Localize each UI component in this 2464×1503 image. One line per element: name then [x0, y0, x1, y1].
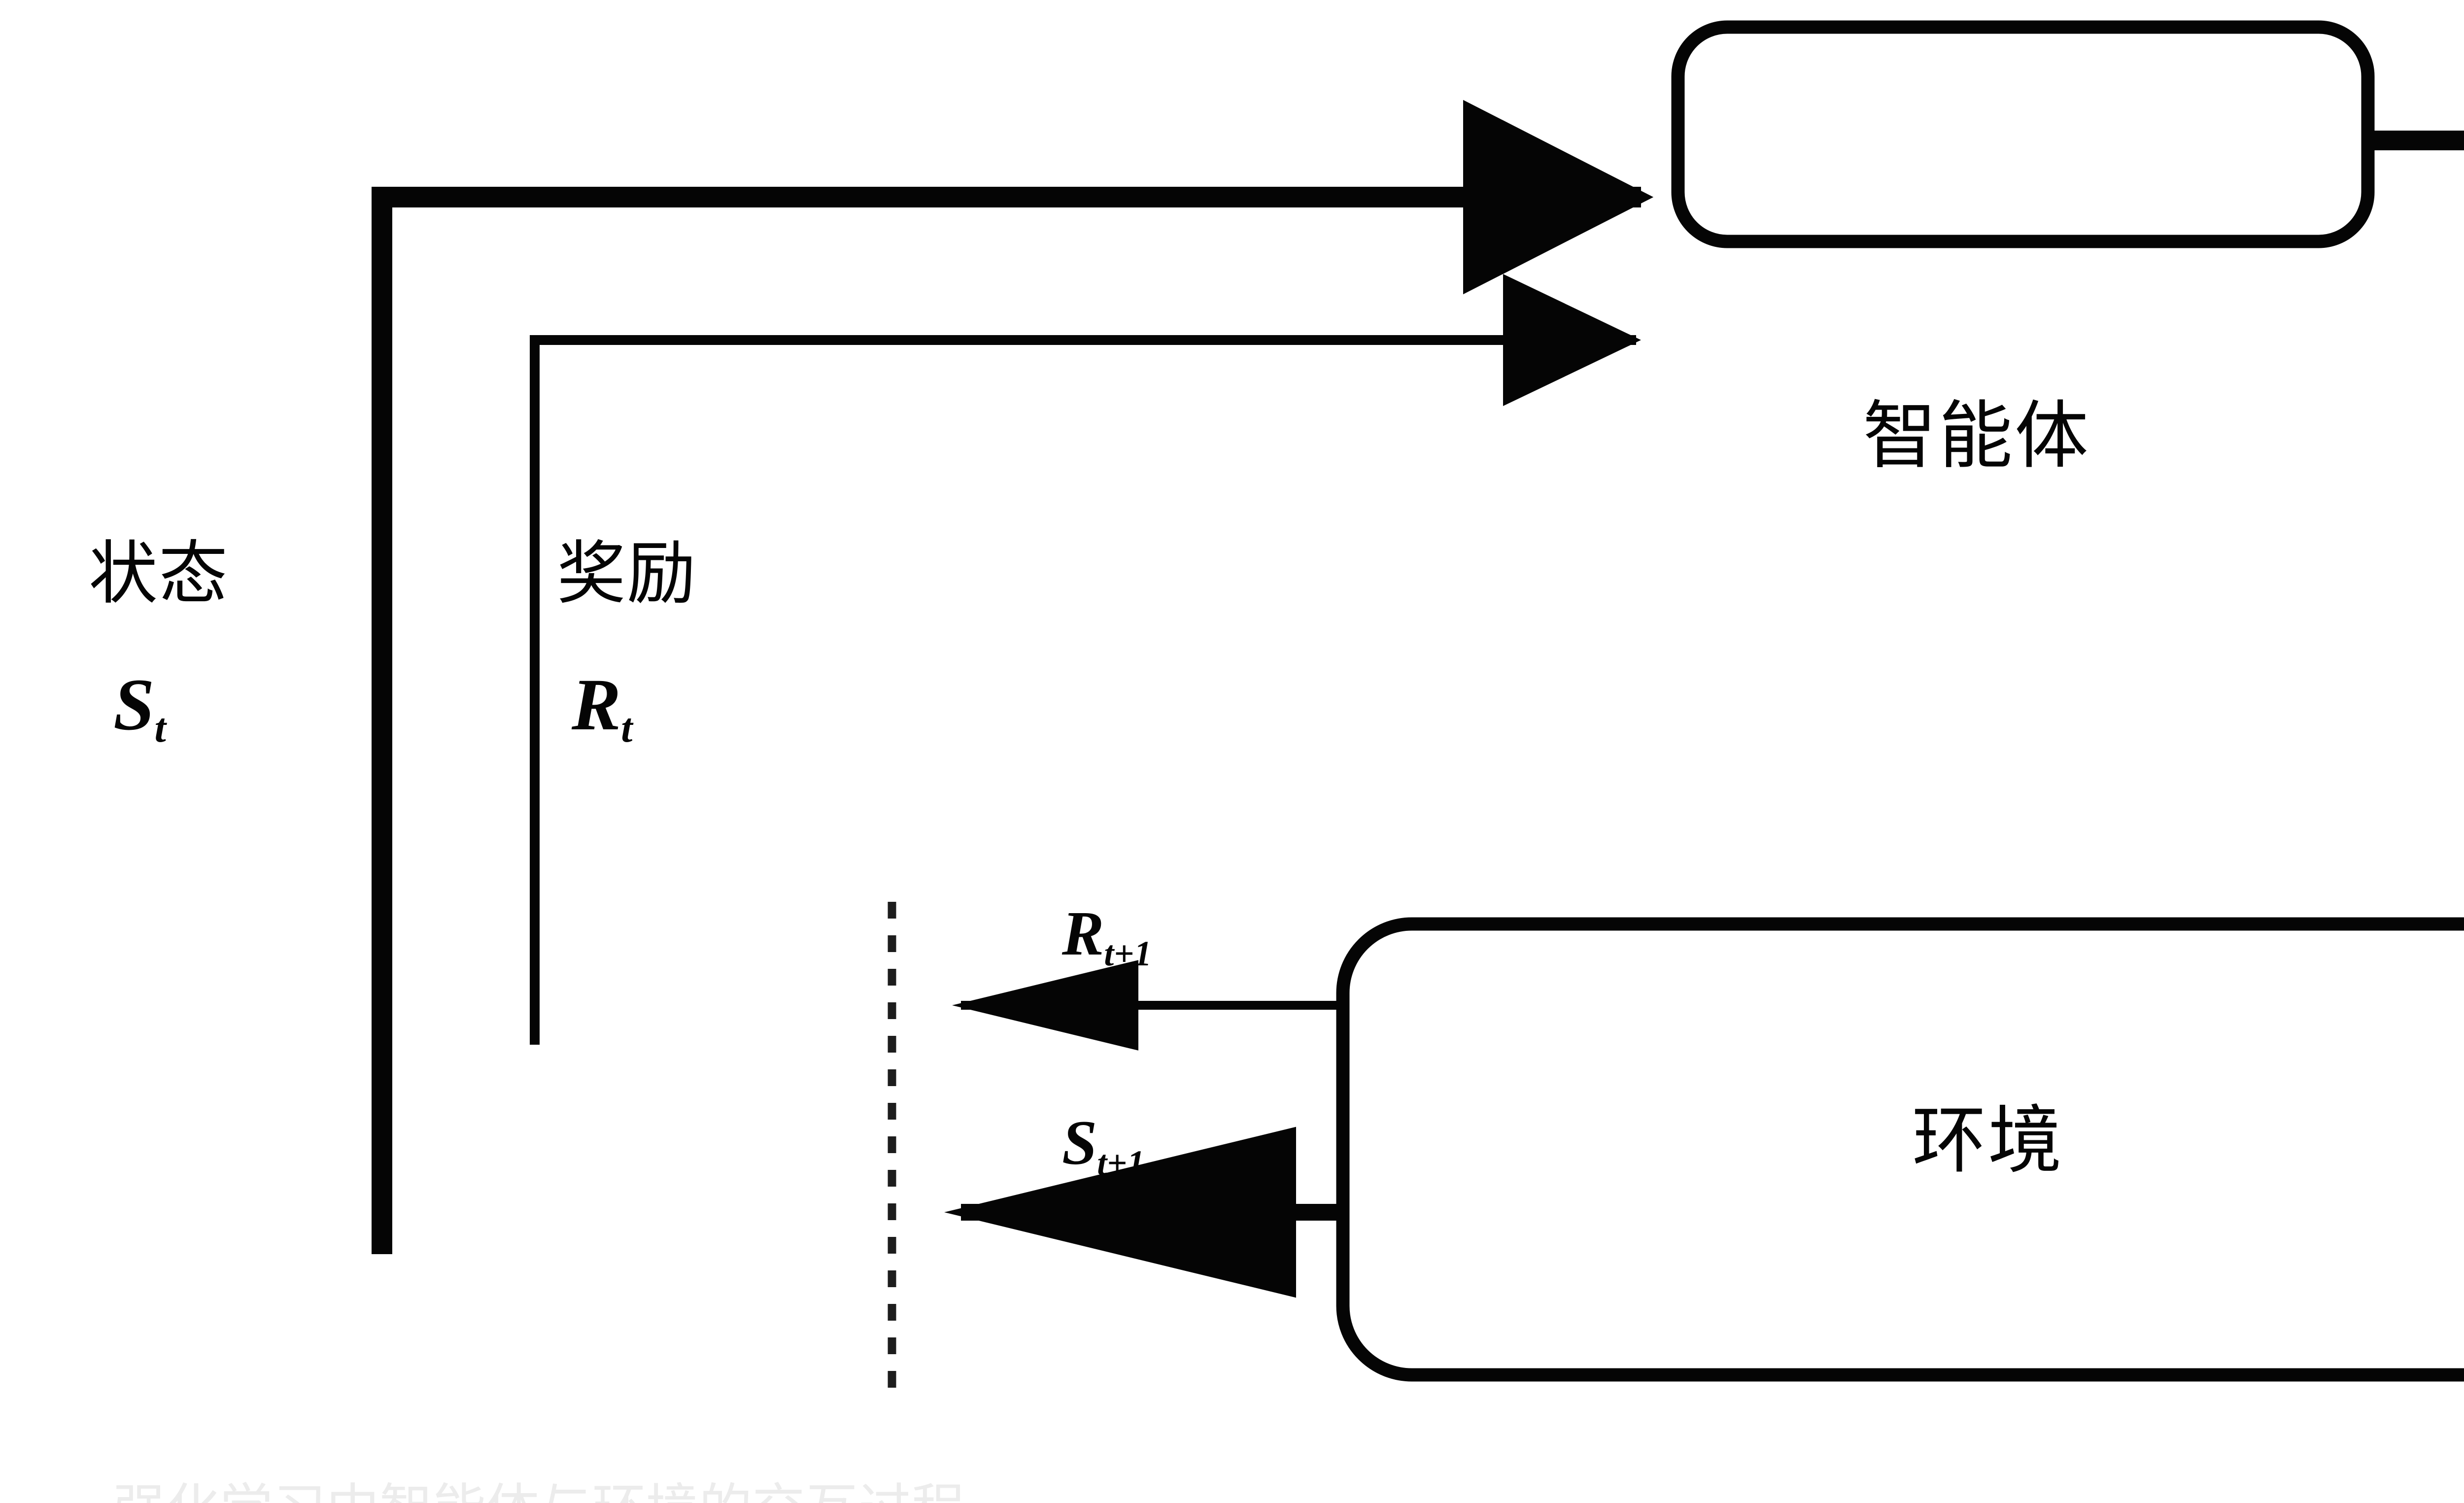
node-environment-label: 环境 [1912, 1098, 2064, 1184]
state-label-word: 状态 [89, 534, 229, 614]
state-next-subscript: t+1 [1097, 1143, 1145, 1183]
reward-symbol-base: R [572, 664, 621, 746]
node-agent-label: 智能体 [1863, 393, 2091, 479]
reward-symbol-subscript: t [621, 705, 633, 752]
node-agent[interactable] [1671, 20, 2375, 248]
edge-state-to-agent [372, 100, 1654, 1254]
edge-reward-to-agent [530, 274, 1641, 1045]
reward-next-subscript: t+1 [1104, 933, 1152, 973]
state-label-symbol: St [113, 668, 166, 749]
reward-label-word: 奖励 [557, 534, 697, 614]
reward-label-symbol: Rt [572, 668, 632, 749]
reward-next-base: R [1062, 898, 1104, 968]
node-environment[interactable] [1336, 917, 2464, 1382]
state-symbol-subscript: t [154, 705, 166, 752]
state-symbol-base: S [113, 664, 155, 746]
figure-caption: 强化学习中智能体与环境的交互过程 [113, 1466, 965, 1503]
reward-next-label: Rt+1 [1062, 902, 1152, 971]
state-next-base: S [1062, 1108, 1097, 1178]
state-next-label: St+1 [1062, 1111, 1145, 1180]
